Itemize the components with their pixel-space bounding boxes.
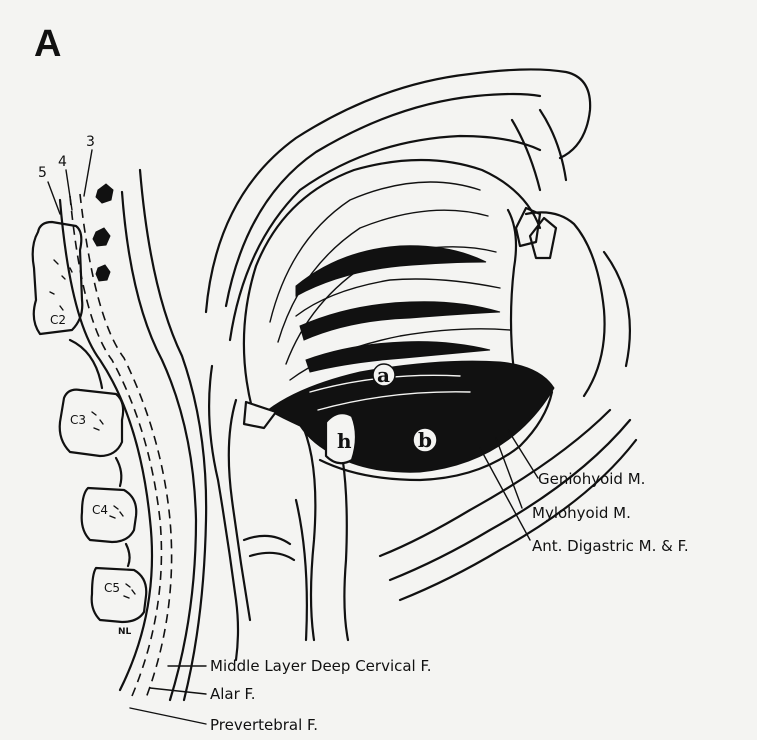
label-geniohyoid: Geniohyoid M. (538, 470, 645, 488)
svg-text:a: a (377, 363, 390, 387)
fascia-number-3: 3 (86, 134, 95, 150)
vertebra-c2-label: C2 (50, 313, 66, 327)
svg-text:h: h (337, 429, 352, 453)
fascia-leaders (130, 666, 206, 724)
pharyngeal-nodules (93, 184, 113, 281)
vertebra-c5-label: C5 (104, 581, 120, 595)
panel-label: A (34, 23, 61, 65)
fascia-number-4: 4 (58, 154, 67, 170)
region-marker-a: a (373, 363, 395, 387)
label-mylohyoid: Mylohyoid M. (532, 504, 631, 522)
region-marker-h: h (337, 429, 352, 453)
vertebra-c4-label: C4 (92, 503, 108, 517)
label-ant-digastric: Ant. Digastric M. & F. (532, 537, 689, 555)
svg-text:b: b (418, 428, 432, 452)
label-prevertebral-fascia: Prevertebral F. (210, 716, 318, 734)
vertebra-c3-label: C3 (70, 413, 86, 427)
label-alar-fascia: Alar F. (210, 685, 256, 703)
label-middle-layer-deep-cervical-fascia: Middle Layer Deep Cervical F. (210, 657, 431, 675)
artist-signature: NL (118, 627, 132, 637)
region-marker-b: b (413, 428, 437, 452)
fascia-number-leaders (48, 150, 92, 214)
oral-anatomy (206, 69, 636, 660)
fascia-number-5: 5 (38, 165, 47, 181)
